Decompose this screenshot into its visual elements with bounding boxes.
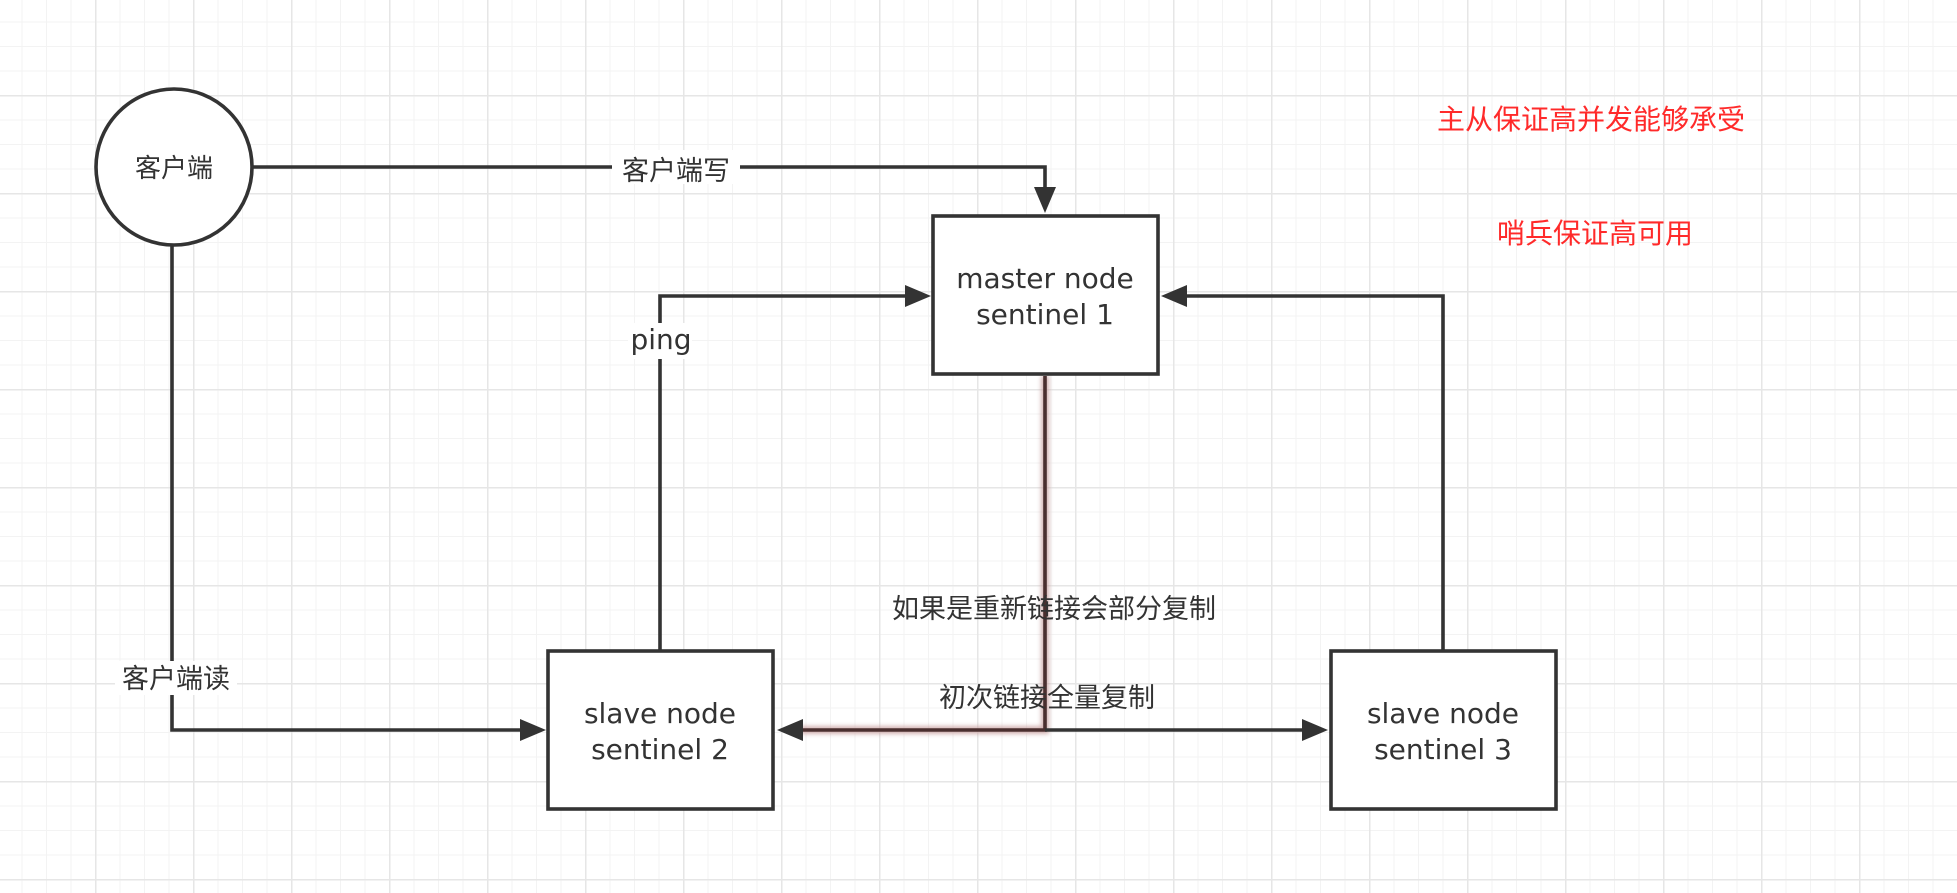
edge-ping [658, 294, 908, 650]
replication-highlight-glow [800, 376, 1049, 734]
client-label: 客户端 [135, 154, 213, 184]
arrowhead-write [1034, 187, 1056, 213]
edge-label-ping: ping [630, 323, 691, 356]
slave2-label-line1: slave node [584, 697, 736, 730]
arrowhead-slave3-master [1161, 285, 1187, 307]
slave2-label-line2: sentinel 2 [591, 733, 729, 766]
note-high-concurrency: 主从保证高并发能够承受 [1437, 103, 1746, 136]
arrowhead-master-slave2 [777, 719, 803, 741]
note-high-availability: 哨兵保证高可用 [1497, 217, 1694, 250]
client-node [94, 87, 254, 247]
edge-client-read [170, 246, 528, 732]
edge-client-write [252, 165, 1047, 196]
edge-master-slave2 [800, 376, 1047, 732]
master-node [931, 214, 1160, 376]
read-label-bg [115, 661, 237, 695]
edge-label-client-read: 客户端读 [122, 664, 230, 695]
edge-slave3-master [1184, 294, 1445, 650]
edge-label-first-connect: 初次链接全量复制 [939, 683, 1155, 714]
slave3-label-line1: slave node [1367, 697, 1519, 730]
slave2-node [546, 649, 775, 811]
edge-label-client-write: 客户端写 [622, 156, 730, 187]
master-label-line1: master node [956, 262, 1134, 295]
edge-label-reconnect: 如果是重新链接会部分复制 [892, 594, 1216, 625]
slave3-node [1329, 649, 1558, 811]
slave3-label-line2: sentinel 3 [1374, 733, 1512, 766]
ping-label-bg [628, 323, 692, 359]
arrowhead-master-slave3 [1302, 719, 1328, 741]
arrowhead-read [520, 719, 546, 741]
write-label-bg [612, 150, 740, 184]
master-label-line2: sentinel 1 [976, 298, 1114, 331]
arrowhead-ping [905, 285, 931, 307]
